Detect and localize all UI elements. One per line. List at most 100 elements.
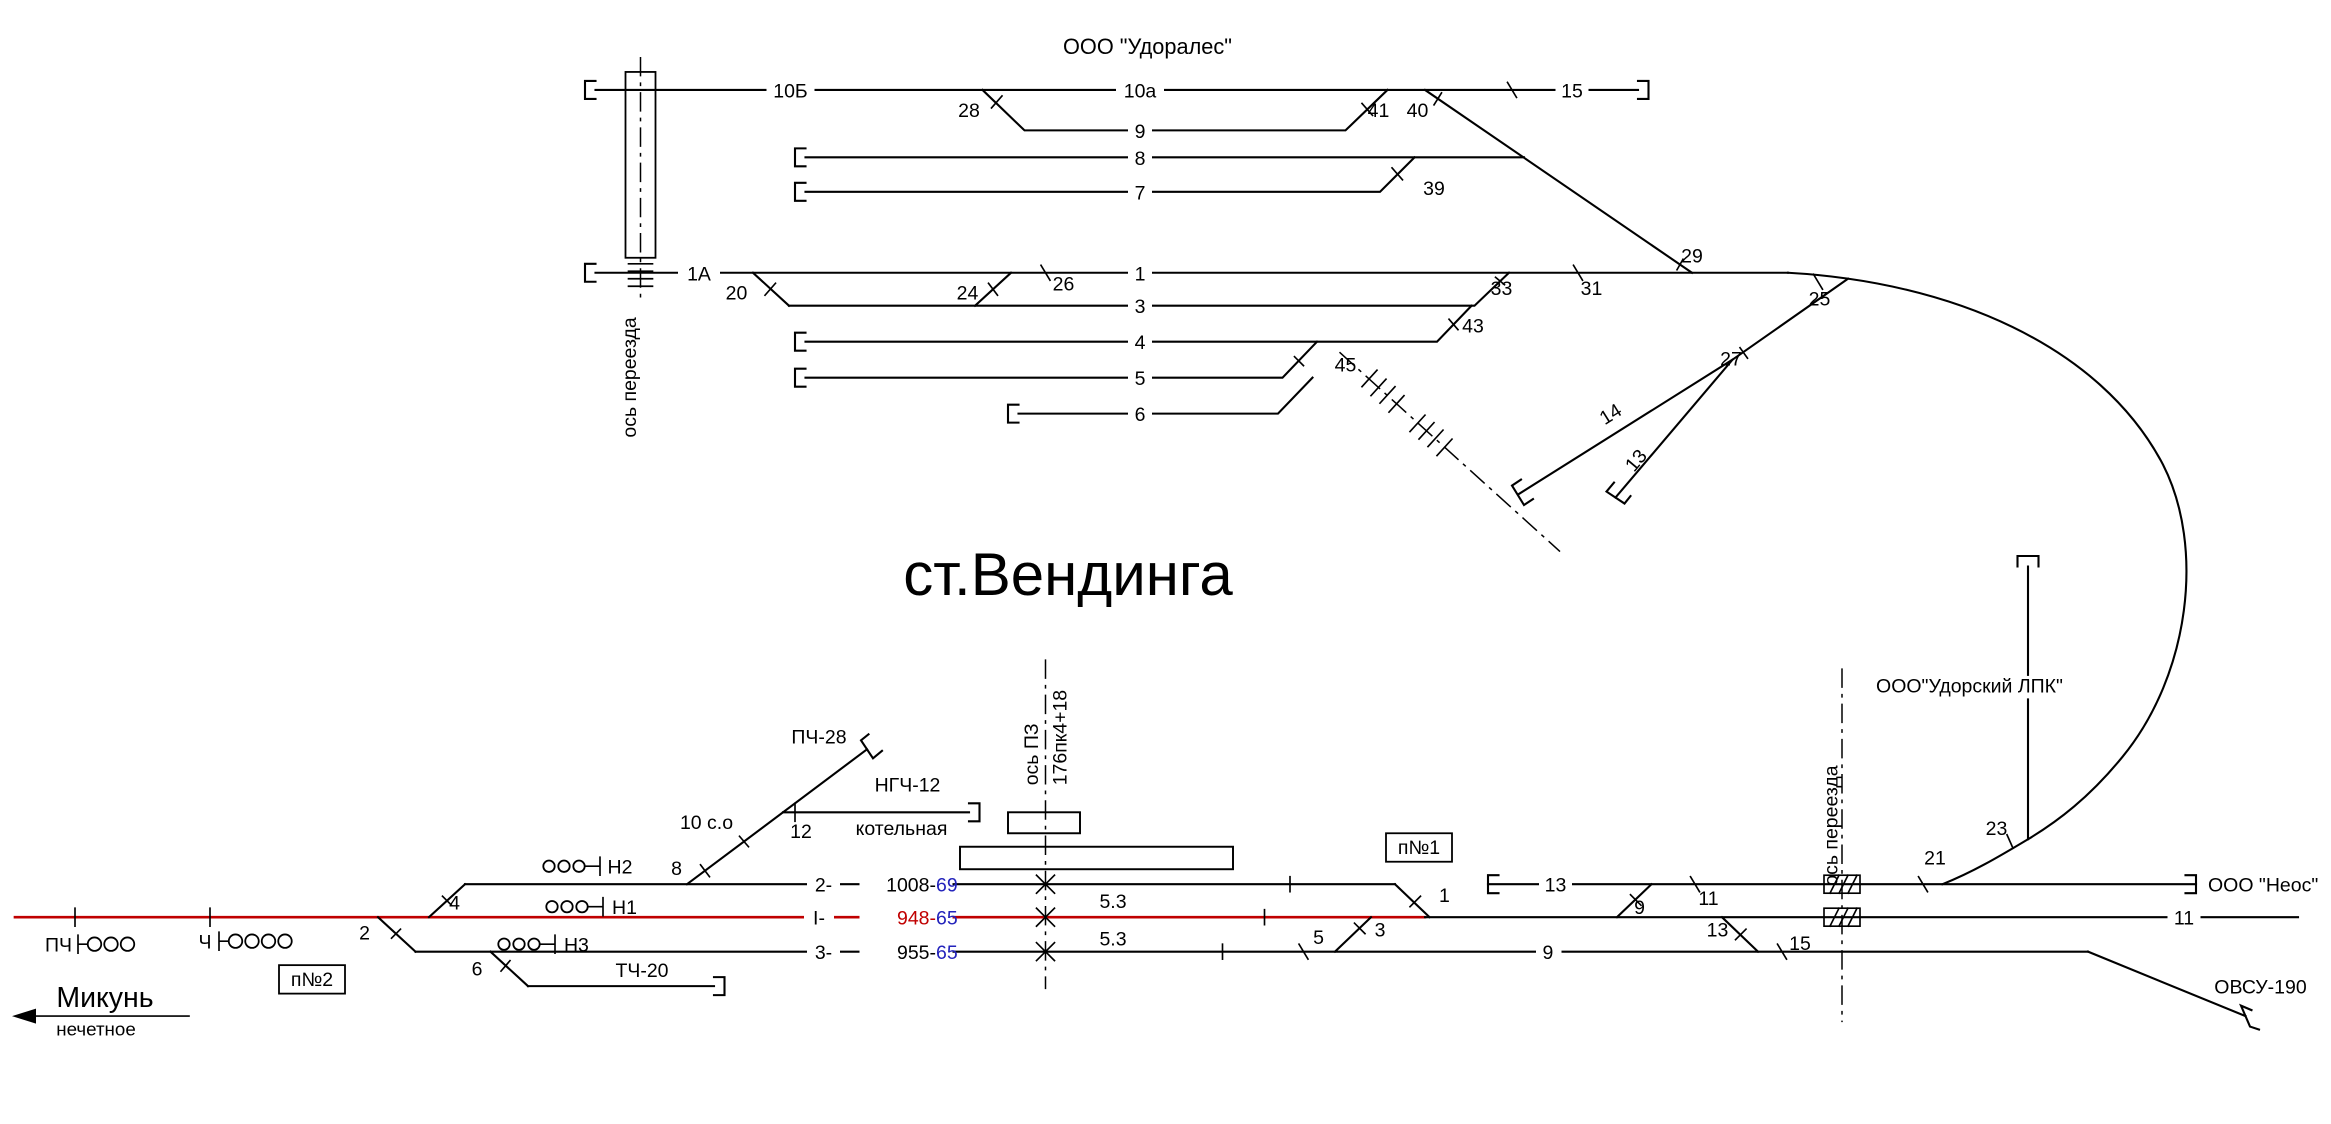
track-6 <box>1017 376 1314 415</box>
switch-2-diagonal <box>376 915 417 954</box>
crossover-5-3 <box>1333 915 1373 954</box>
label-trackI-num: I- <box>813 908 825 930</box>
label-track2-length: 1008- <box>886 875 936 897</box>
label-mikun: Микунь <box>56 982 153 1014</box>
track-end-brackets <box>583 79 2261 1031</box>
axis-cross-marks <box>1035 874 1056 962</box>
signals <box>77 856 604 954</box>
track-7 <box>804 155 1416 193</box>
label-switch-13: 13 <box>1707 920 1729 942</box>
end-lpk-stub <box>2016 554 2040 568</box>
labels: ООО "Удоралес" ст.Вендинга 10Б 10а 15 9 … <box>45 34 2318 1040</box>
label-switch-24: 24 <box>957 283 979 305</box>
track-13-line <box>1614 358 1734 500</box>
label-signal-pch: ПЧ <box>45 935 72 957</box>
label-switch-12: 12 <box>790 821 812 843</box>
label-switch-6: 6 <box>472 959 483 981</box>
label-kotelnaya: котельная <box>856 818 948 840</box>
platform-small <box>1007 811 1081 835</box>
end-ngch12 <box>967 802 981 823</box>
label-switch-40: 40 <box>1407 100 1429 122</box>
label-signal-n1: Н1 <box>612 897 637 919</box>
gate-lower-track13 <box>1823 874 1861 895</box>
label-platform1: п№1 <box>1398 837 1440 859</box>
connecting-curve <box>1786 271 2188 886</box>
crossing-gates <box>627 262 1861 928</box>
lower-yard-tracks <box>13 747 2300 1018</box>
label-switch-26: 26 <box>1053 274 1075 296</box>
end-track15-east <box>1636 79 1650 100</box>
platforms <box>959 811 1234 871</box>
direction-arrow-mikun <box>12 1008 190 1024</box>
end-track10b-west <box>583 79 597 100</box>
label-signal-ch: Ч <box>198 932 211 954</box>
label-track-10b: 10Б <box>773 80 807 102</box>
label-signal-n3: Н3 <box>564 935 589 957</box>
road-axis-diagonal <box>1338 351 1561 553</box>
platform2-box <box>278 964 346 995</box>
label-udorsky-lpk: ООО"Удорский ЛПК" <box>1876 675 2063 697</box>
label-track-4: 4 <box>1135 332 1146 354</box>
gate-lower-main <box>1823 907 1861 928</box>
label-switch-33: 33 <box>1491 278 1513 300</box>
label-switch-29: 29 <box>1681 245 1703 267</box>
label-switch-1: 1 <box>1439 885 1450 907</box>
track-3 <box>787 271 1511 307</box>
label-track-13r: 13 <box>1545 875 1567 897</box>
label-switch-23: 23 <box>1986 818 2008 840</box>
label-pch28: ПЧ-28 <box>791 726 846 748</box>
end-track8 <box>793 147 807 168</box>
label-switch-8: 8 <box>671 858 682 880</box>
upper-yard-tracks <box>594 88 2188 886</box>
label-track3-num: 3- <box>815 942 832 964</box>
label-switch-25: 25 <box>1809 289 1831 311</box>
label-station-axis-km: 176пк4+18 <box>1049 690 1071 785</box>
label-owner-udorales: ООО "Удоралес" <box>1063 34 1232 59</box>
label-station-axis: ось ПЗ <box>1021 723 1043 785</box>
track-14-line <box>1516 277 1850 497</box>
label-track-13u: 13 <box>1621 445 1652 476</box>
label-track-10a: 10а <box>1124 80 1157 102</box>
label-switch-39: 39 <box>1423 178 1445 200</box>
track-9 <box>981 88 1389 132</box>
label-switch-11: 11 <box>1698 888 1718 910</box>
signal-n1 <box>545 896 604 917</box>
label-switch-31: 31 <box>1581 278 1603 300</box>
station-title: ст.Вендинга <box>903 541 1233 608</box>
track-5 <box>804 340 1319 379</box>
label-track-9u: 9 <box>1135 121 1146 143</box>
end-track1a-west <box>583 262 597 283</box>
label-switch-2: 2 <box>359 923 370 945</box>
label-track3-useful: 65 <box>936 942 958 964</box>
label-track-1a: 1А <box>687 263 711 285</box>
gate-upper <box>627 262 654 288</box>
label-track-7: 7 <box>1135 182 1146 204</box>
signal-n3 <box>497 934 556 954</box>
label-crossing-axis-upper: ось переезда <box>619 317 641 437</box>
track-4 <box>804 304 1473 343</box>
label-switch-9: 9 <box>1634 897 1645 919</box>
end-track14 <box>1510 478 1535 507</box>
label-track-15: 15 <box>1561 80 1583 102</box>
label-switch-41: 41 <box>1368 100 1390 122</box>
label-trackI-useful: 65 <box>936 908 958 930</box>
switch-6-diagonal <box>489 950 530 988</box>
label-gauge-bottom: 5.3 <box>1099 929 1126 951</box>
label-track-3u: 3 <box>1135 296 1146 318</box>
signal-n2 <box>542 856 601 877</box>
label-gauge-top: 5.3 <box>1099 891 1126 913</box>
platform-main <box>959 845 1234 871</box>
label-crossing-axis-lower: ось переезда <box>1820 765 1842 885</box>
label-switch-5: 5 <box>1313 927 1324 949</box>
switch-ticks <box>74 81 2015 973</box>
label-switch-45: 45 <box>1335 355 1357 377</box>
label-track-14: 14 <box>1596 399 1626 429</box>
end-track6 <box>1006 403 1020 424</box>
label-10so: 10 с.о <box>680 812 733 834</box>
label-switch-4: 4 <box>449 893 460 915</box>
platform1-box <box>1385 832 1453 863</box>
label-signal-n2: Н2 <box>608 857 633 879</box>
end-track13-west <box>1486 874 1500 895</box>
